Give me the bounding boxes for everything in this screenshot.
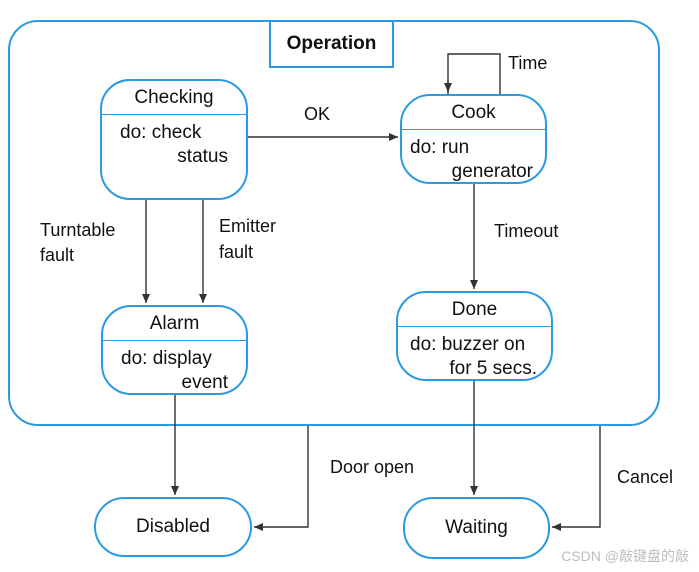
state-cook-do-line2: generator <box>451 161 533 182</box>
state-cook-name: Cook <box>402 96 545 130</box>
label-cancel: Cancel <box>617 467 674 487</box>
label-emitter-fault-1: Emitter <box>219 216 277 236</box>
edge-cancel <box>552 426 601 531</box>
watermark: CSDN @敲键盘的敲 <box>561 548 689 564</box>
state-alarm-do-line1: do: display <box>121 348 212 369</box>
state-checking: Checking do: check status <box>100 79 248 200</box>
edge-door-open <box>254 426 309 531</box>
operation-title: Operation <box>269 22 394 68</box>
state-checking-activity: do: check status <box>102 115 246 198</box>
state-disabled: Disabled <box>94 497 252 557</box>
label-time: Time <box>508 53 548 73</box>
state-done-do-line2: for 5 secs. <box>449 358 537 379</box>
state-alarm-do-line2: event <box>181 372 228 393</box>
label-timeout: Timeout <box>494 221 559 241</box>
label-turntable-fault-2: fault <box>40 245 75 265</box>
state-alarm-name: Alarm <box>103 307 246 341</box>
state-waiting: Waiting <box>403 497 550 559</box>
state-checking-do-line1: do: check <box>120 122 202 143</box>
label-ok: OK <box>304 104 331 124</box>
label-door-open: Door open <box>330 457 415 477</box>
state-cook-do-line1: do: run <box>410 137 470 158</box>
state-cook-activity: do: run generator <box>402 130 545 182</box>
state-checking-name: Checking <box>102 81 246 115</box>
edge-time <box>447 53 501 94</box>
state-done: Done do: buzzer on for 5 secs. <box>396 291 553 381</box>
label-emitter-fault-2: fault <box>219 242 254 262</box>
state-alarm: Alarm do: display event <box>101 305 248 395</box>
state-alarm-activity: do: display event <box>103 341 246 393</box>
state-done-activity: do: buzzer on for 5 secs. <box>398 327 551 379</box>
label-turntable-fault-1: Turntable <box>40 220 116 240</box>
state-done-name: Done <box>398 293 551 327</box>
state-checking-do-line2: status <box>177 146 228 167</box>
state-cook: Cook do: run generator <box>400 94 547 184</box>
state-done-do-line1: do: buzzer on <box>410 334 526 355</box>
